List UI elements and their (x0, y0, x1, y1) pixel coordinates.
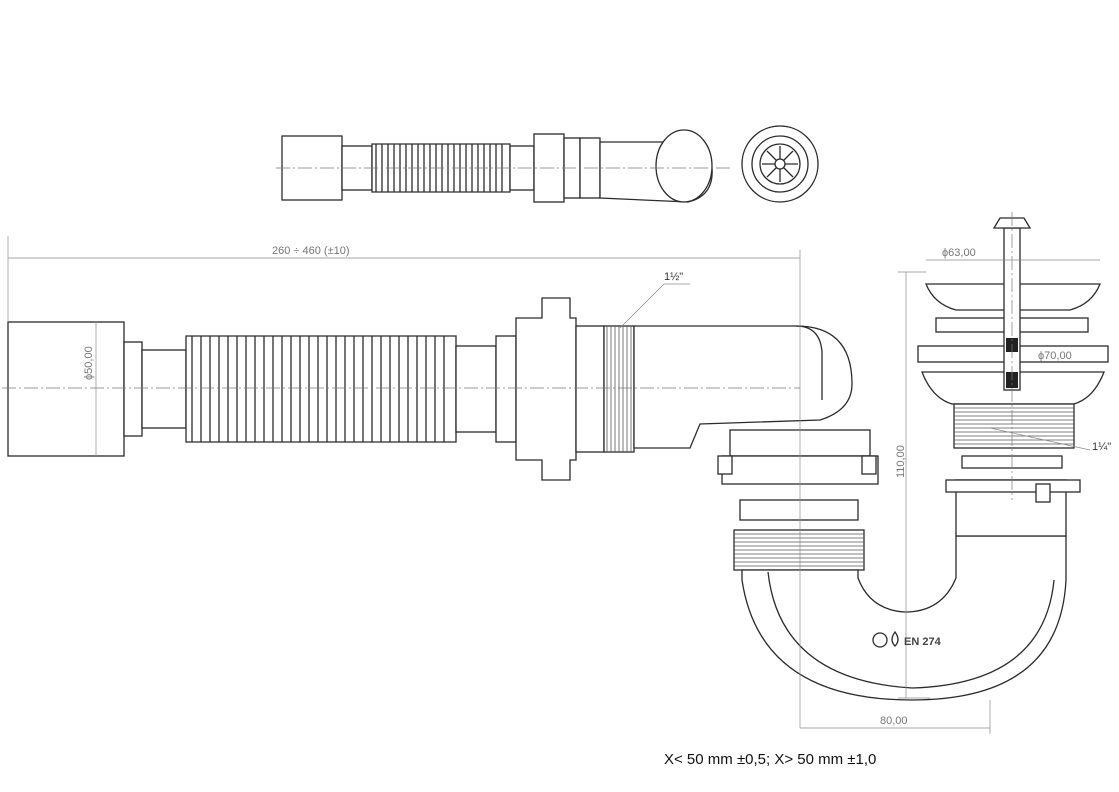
height-dimension: 110,00 (895, 445, 907, 478)
main-corrugation (191, 336, 445, 442)
side-view-hose (2, 297, 853, 481)
dimensions: 260 ÷ 460 (±10) ϕ50,00 1½" ϕ63,00 ϕ70,00… (7, 236, 1111, 734)
outlet-thread (606, 326, 632, 452)
width-dimension: 80,00 (880, 715, 908, 727)
outlet-diameter-dimension: ϕ50,00 (83, 346, 95, 380)
waste-flange-diameter-dimension: ϕ70,00 (1038, 350, 1072, 362)
waste-top-diameter-dimension: ϕ63,00 (942, 247, 976, 259)
waste-plug (917, 212, 1109, 500)
drop-icon (891, 630, 899, 647)
certification-label: EN 274 (904, 636, 942, 648)
certification-mark: EN 274 (872, 630, 942, 648)
waste-thread-label: 1¼" (1092, 441, 1111, 453)
trap-thread (734, 533, 864, 567)
waste-thread (954, 407, 1074, 445)
tolerance-note: X< 50 mm ±0,5; X> 50 mm ±1,0 (664, 751, 876, 768)
top-view (276, 125, 819, 203)
length-dimension: 260 ÷ 460 (±10) (272, 245, 350, 257)
outlet-thread-label: 1½" (664, 271, 683, 283)
